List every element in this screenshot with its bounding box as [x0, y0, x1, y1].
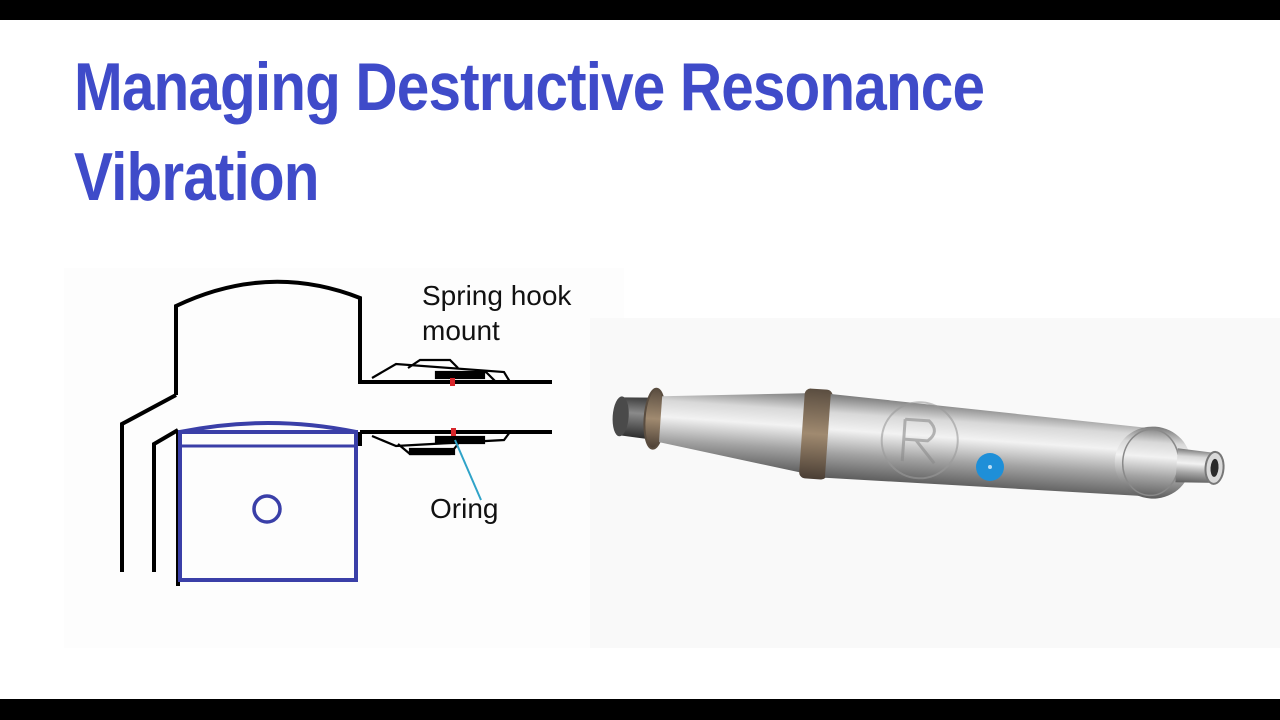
piston-wrist-pin-hole	[252, 494, 282, 524]
piston	[178, 421, 358, 582]
top-letterbox-bar	[0, 0, 1280, 20]
weld-seam	[799, 388, 833, 480]
inlet-opening	[612, 396, 629, 437]
oring-label: Oring	[430, 493, 499, 524]
spring-hook-mount-upper	[371, 358, 511, 383]
spring-hook-label-line-2: mount	[422, 315, 500, 346]
oring-leader-line	[454, 439, 482, 501]
diffuser-cone	[658, 392, 817, 475]
chamber-belly	[824, 393, 1154, 497]
title-line-1: Managing Destructive Resonance	[74, 49, 985, 125]
bottom-letterbox-bar	[0, 699, 1280, 720]
slide-title: Managing Destructive Resonance Vibration	[74, 42, 1063, 222]
title-line-2: Vibration	[74, 139, 319, 215]
end-cap	[1114, 426, 1191, 499]
watermark-logo	[880, 401, 959, 480]
diagram-panel-background	[64, 268, 624, 648]
spring-hook-mount-lower	[371, 431, 511, 456]
spring-hook-label-line-1: Spring hook	[422, 280, 572, 311]
oring-markers	[450, 378, 456, 436]
